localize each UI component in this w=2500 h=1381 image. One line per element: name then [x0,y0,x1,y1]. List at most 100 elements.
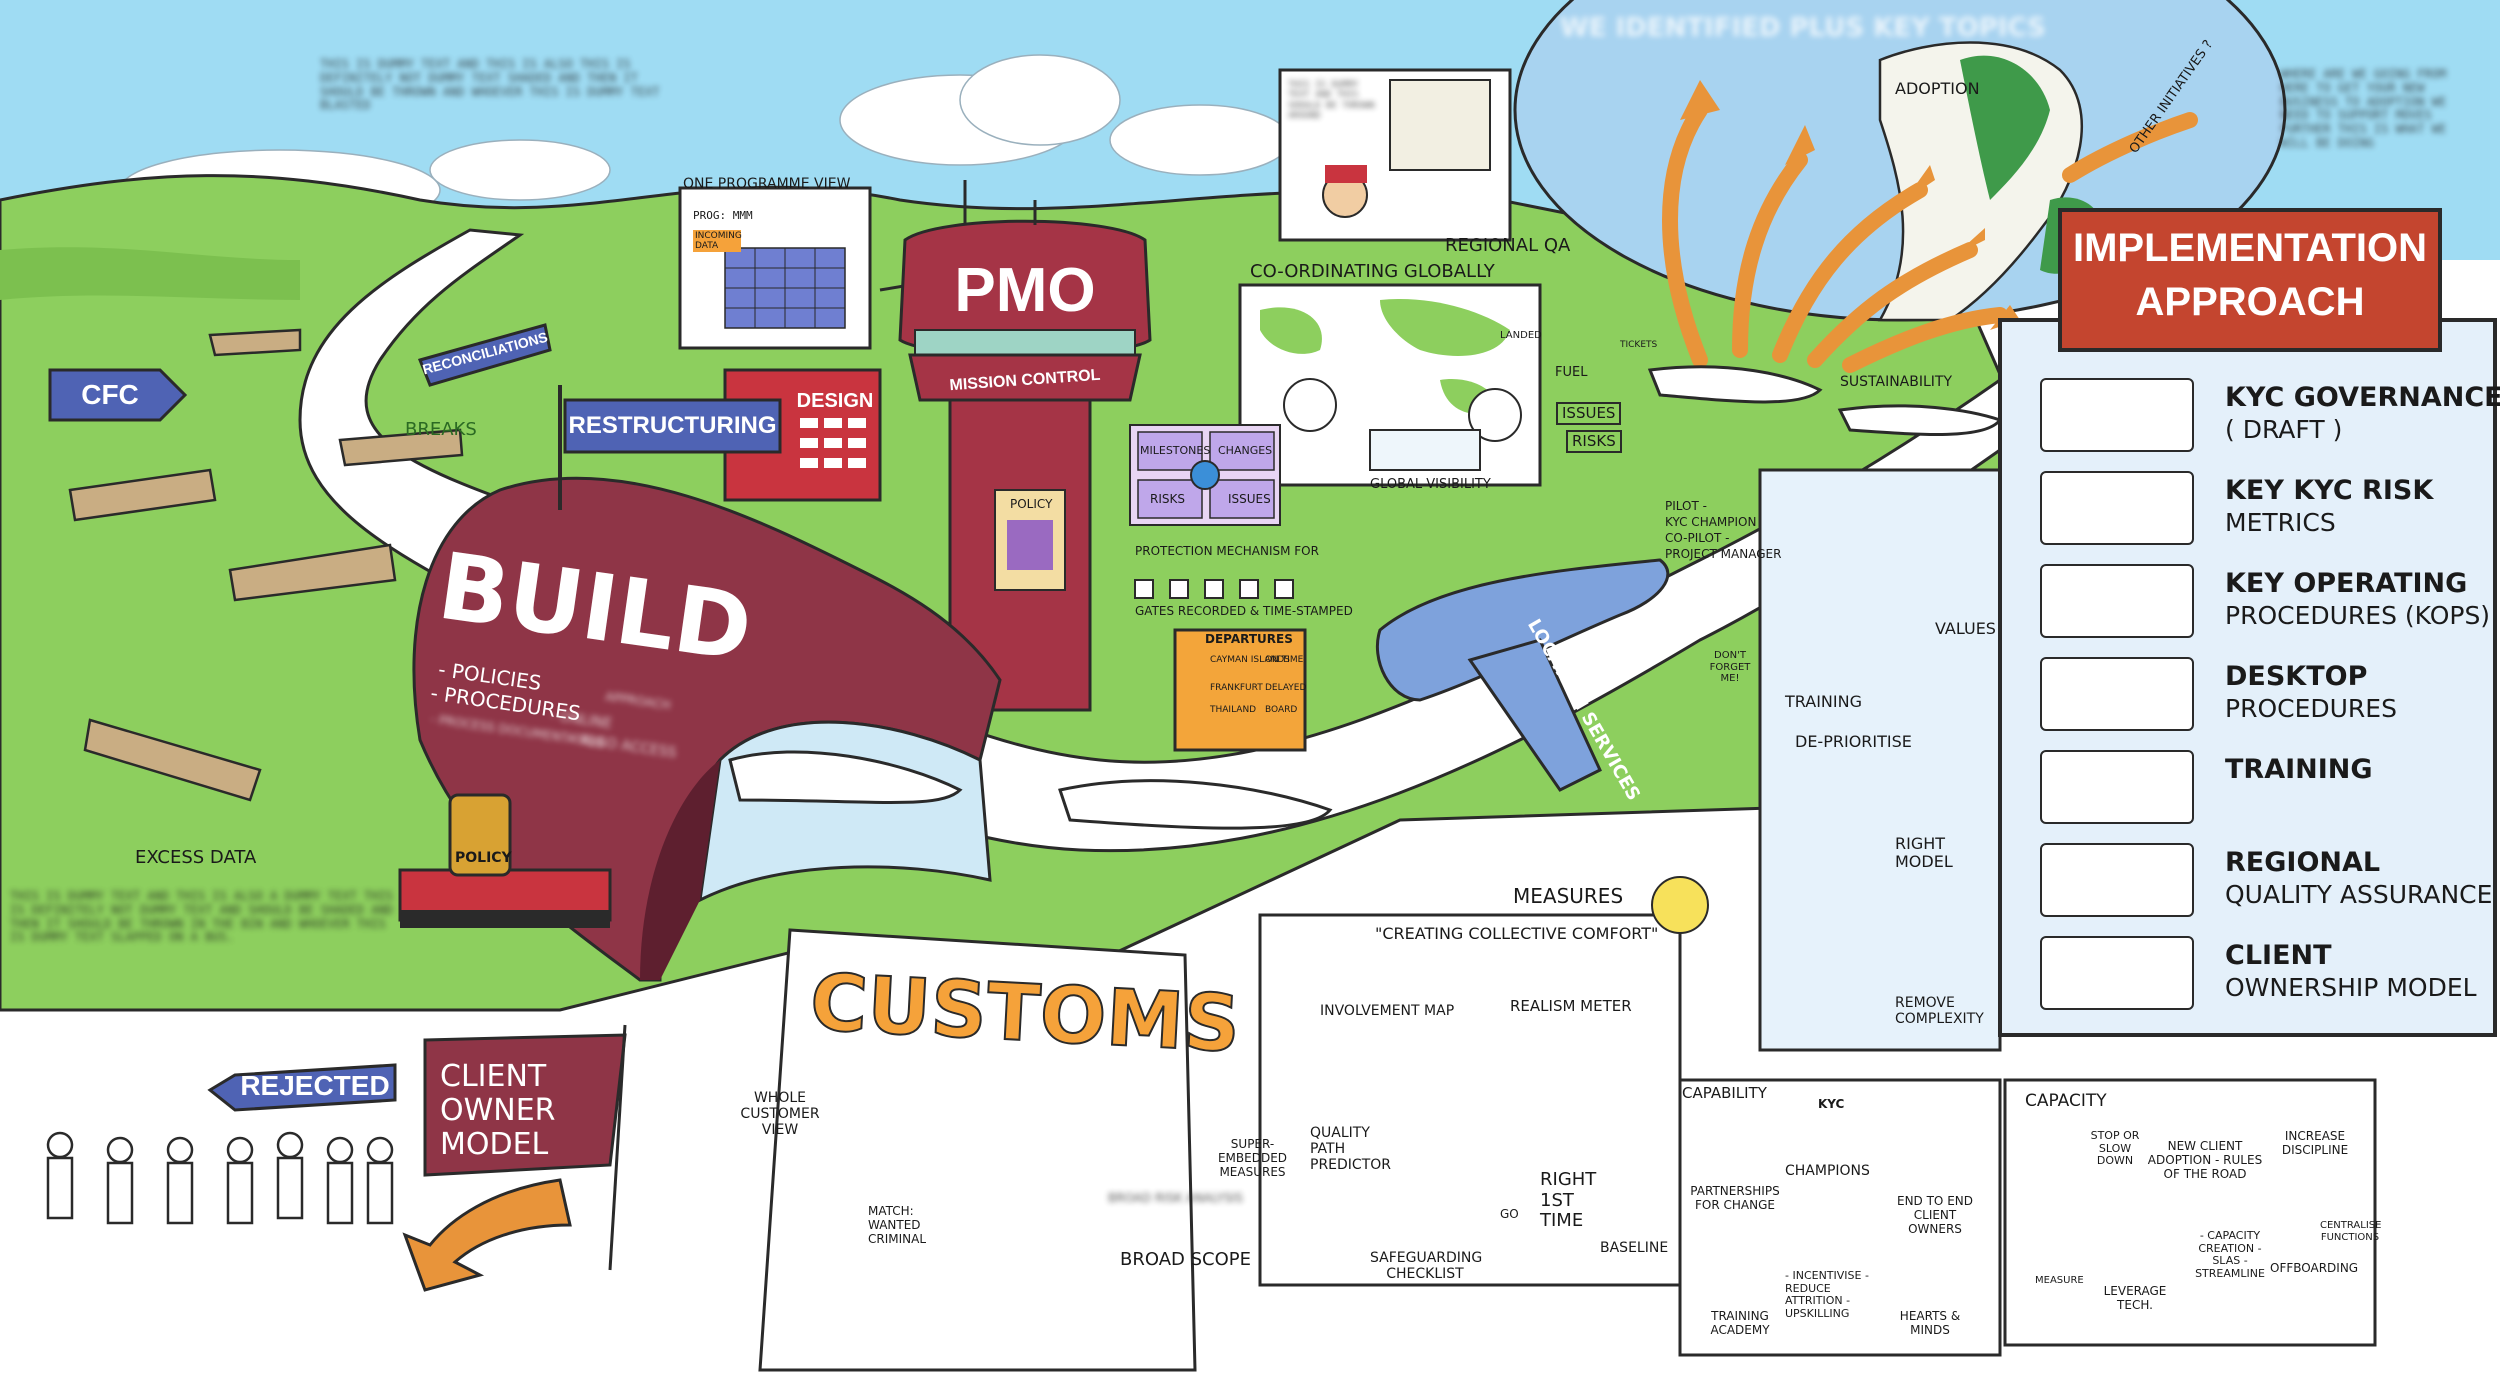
implementation-subtitle: Approach [2135,279,2365,324]
implementation-item-title: Regional [2225,847,2381,878]
measures-label: Measures [1513,884,1624,908]
pmo-title: PMO [954,255,1096,325]
quad-changes: Changes [1218,444,1273,457]
copilot-label: Co-Pilot - [1665,531,1730,545]
capability-item: End to end client owners [1896,1194,1973,1236]
client-owner-flag-line: Client [440,1059,547,1094]
dont-forget-label: Don't forget me! [1709,650,1751,684]
adoption-label: Adoption [1895,79,1980,98]
excess-data-label: Excess Data [135,847,257,868]
go-label: Go [1500,1207,1519,1221]
capacity-item: New client adoption - Rules of the road [2147,1139,2263,1181]
departures-row-status: Delayed [1265,683,1307,693]
capability-item: Training Academy [1710,1309,1770,1337]
capacity-item: - Capacity creation - SLAs - Streamline [2195,1229,2265,1280]
quality-path-label: Quality Path Predictor [1310,1125,1391,1174]
brick-lines [725,248,845,328]
sky-note: This is dummy text and this is also this… [320,57,660,113]
capacity-item: Centralise functions [2320,1220,2382,1243]
cfc-sign: CFC [81,379,139,410]
capability-box [1678,1078,2002,1357]
departures-row-dest: Thailand [1210,705,1257,715]
medal-icon [2040,843,2194,917]
measures-box [1258,913,1682,1287]
global-visibility-label: Global Visibility [1370,477,1491,492]
landed-label: Landed [1500,330,1542,341]
protection-quad [1137,431,1275,519]
issues-label: Issues [1556,402,1622,426]
quad-issues: Issues [1228,492,1271,506]
involvement-map-label: Involvement Map [1320,1003,1455,1019]
location-services-plane [1375,558,1670,792]
kyc-badge: KYC [1818,1097,1845,1111]
reconciliations-sign-shape [417,323,552,387]
pilot-label: Pilot - [1665,499,1707,513]
risk-metrics-icon [2040,471,2194,545]
departures-row-status: On Time [1265,655,1304,665]
implementation-item-title: Key Operating [2225,568,2468,599]
breaks-label: Breaks [405,419,477,440]
biplane [68,328,464,802]
implementation-item-title: Key KYC Risk [2225,475,2434,506]
values-label: Values [1935,619,1996,638]
implementation-item-title: Client [2225,940,2332,971]
arrow-heads [1680,80,2020,330]
broad-scope-blurred: Broad Risk Analysis [1108,1191,1243,1205]
restructuring-sign-shape [563,398,782,454]
implementation-item-subtitle: Ownership Model [2225,973,2477,1002]
design-windows [800,418,866,468]
departures-row-dest: Frankfurt [1210,683,1263,693]
control-desk [1369,429,1481,471]
return-arrow-icon [402,1178,572,1292]
controller-figure [1468,388,1522,442]
capability-title: Capability [1682,1084,1767,1102]
match-label: Match: Wanted Criminal [868,1204,927,1246]
design-sign: Design [796,389,874,412]
airliner [728,365,2003,830]
globe-note: Where are we going from here to get your… [2280,67,2447,150]
incoming-data-tag [693,230,741,252]
tickets-label: Tickets [1620,340,1658,350]
right-model-label: Right Model [1895,834,1953,872]
world-map-land [1260,299,1510,414]
implementation-item-title: KYC Governance [2225,382,2500,413]
whole-customer-view-label: Whole Customer View [740,1090,820,1139]
departures-board [1173,628,1307,752]
implementation-item-title: Desktop [2225,661,2368,692]
implementation-item-subtitle: Metrics [2225,508,2336,537]
training-icon [2040,750,2194,824]
incoming-data-label: Incoming Data [695,231,742,252]
gates-icons [1134,579,1294,599]
super-embedded-label: Super-embedded measures [1217,1137,1288,1179]
training-panel [1758,468,2002,1052]
departures-row-dest: Cayman Islands [1210,655,1290,665]
desktop-icon [2040,657,2194,731]
restructuring-sign: Restructuring [568,412,777,439]
capacity-item: Leverage tech. [2103,1284,2167,1312]
implementation-item-subtitle: Procedures (KOPs) [2225,601,2491,630]
client-owner-flag-line: Owner [440,1093,556,1128]
client-owner-flag-shape [423,1033,627,1177]
policy-tank [398,793,612,928]
governance-icon [2040,378,2194,452]
implementation-item-title: Training [2225,754,2373,785]
departures-title: Departures [1205,632,1293,646]
capacity-item: Stop or slow down [2090,1129,2140,1168]
hub-icon [1190,460,1220,490]
flag-pole [608,1024,627,1271]
baseline-label: Baseline [1600,1240,1669,1256]
growth-arrows [1662,102,2198,373]
capacity-box [2003,1078,2377,1347]
implementation-item-subtitle: Procedures [2225,694,2397,723]
rejected-sign-shape [207,1063,397,1112]
broad-scope-label: Broad Scope [1120,1249,1251,1270]
regional-qa-label: Regional QA [1445,235,1571,256]
ownership-icon [2040,936,2194,1010]
deprioritise-label: De-prioritise [1795,732,1912,751]
risks-label: Risks [1566,430,1622,454]
protection-mechanism-label: Protection mechanism for [1135,544,1319,558]
globe-title: We identified plus key topics [1560,13,2046,43]
prog-label: Prog: mmm [693,209,753,222]
